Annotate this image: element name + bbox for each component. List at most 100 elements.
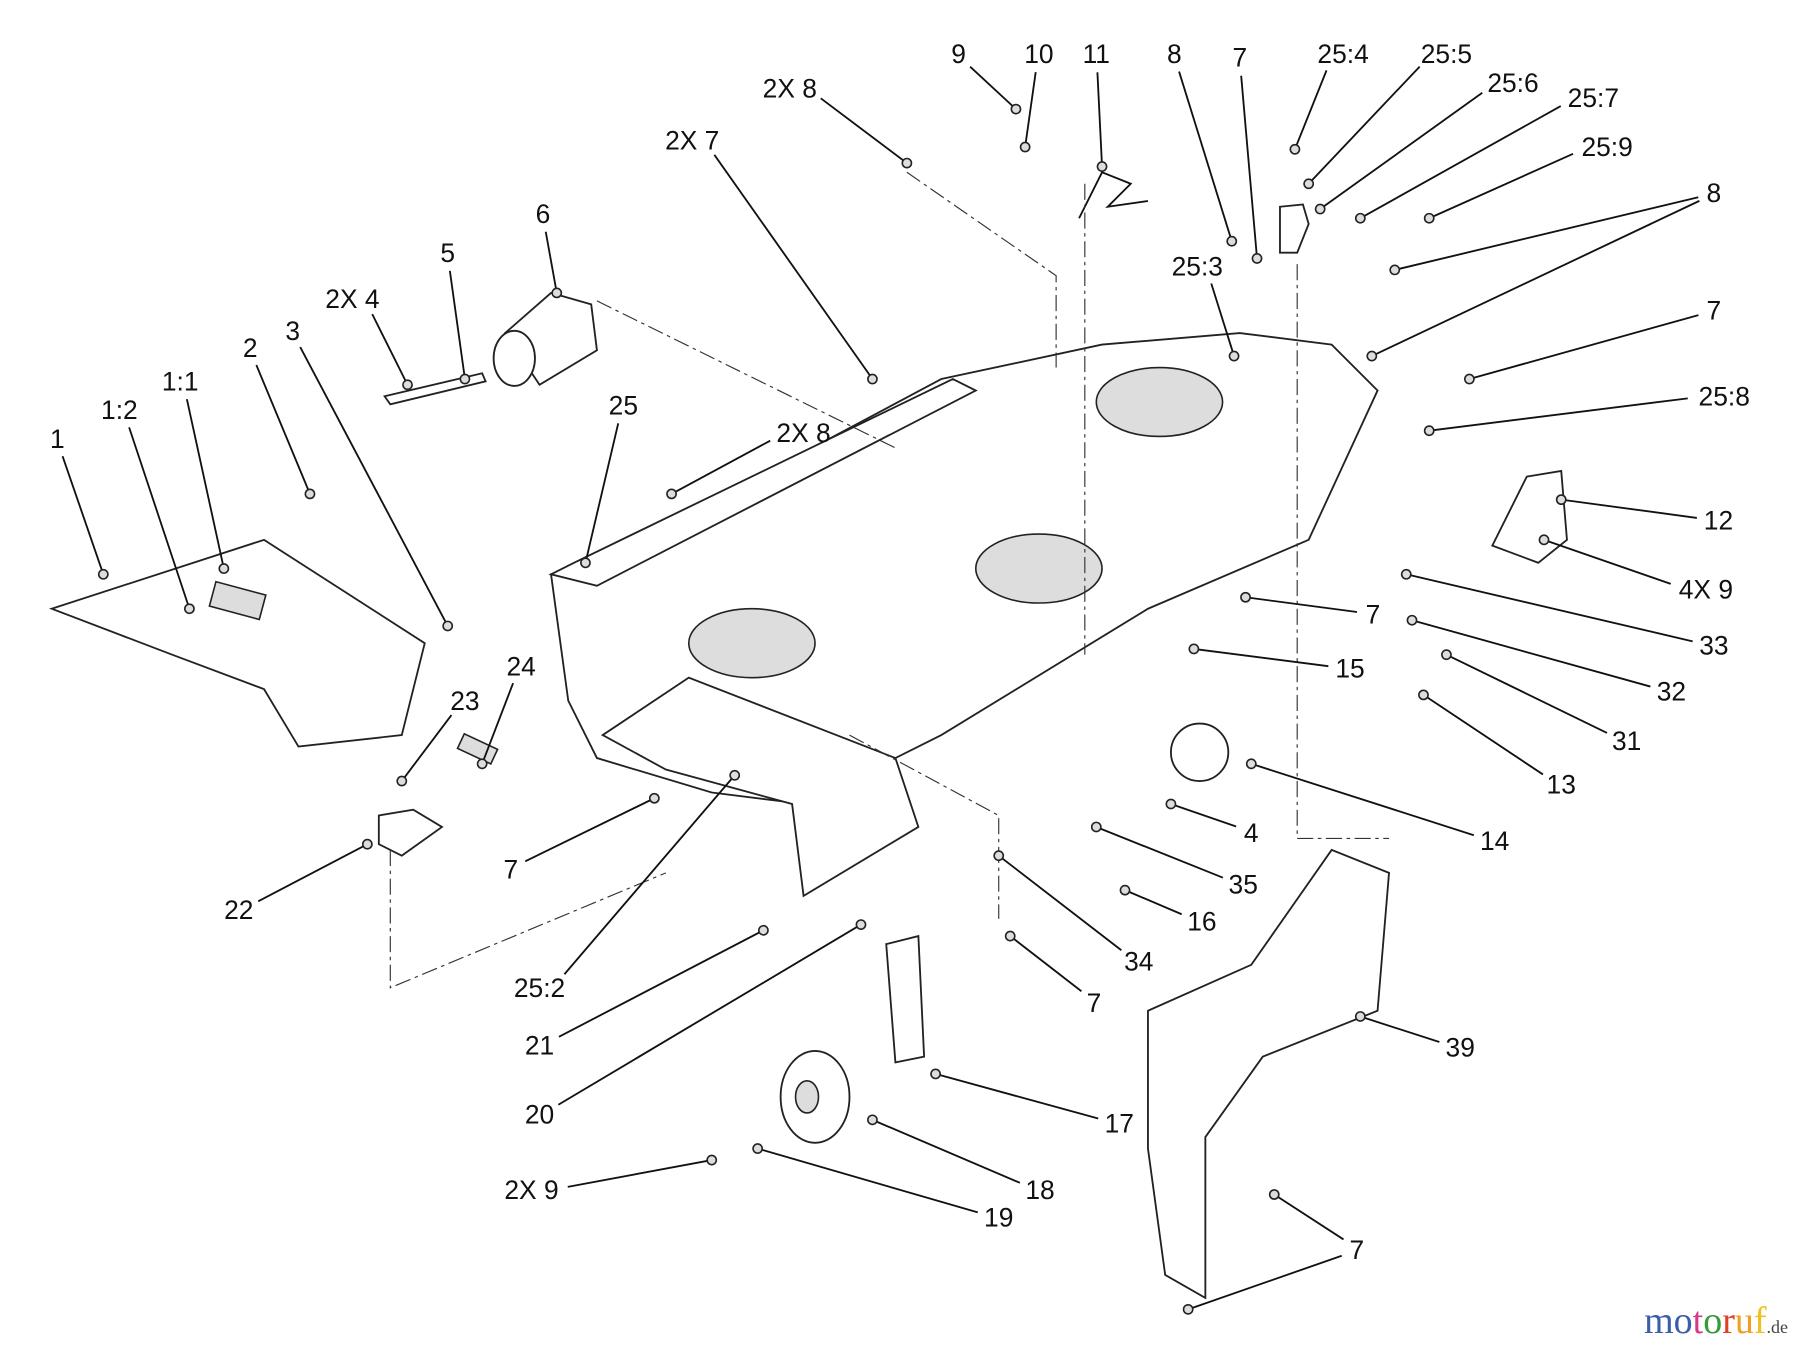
phantom-line xyxy=(1296,264,1390,840)
watermark-letter: o xyxy=(1673,1300,1693,1342)
fastener-icon xyxy=(1182,1303,1194,1315)
callout-label: 25:5 xyxy=(1421,39,1472,69)
fastener-icon xyxy=(901,157,913,169)
callout-label: 7 xyxy=(1350,1235,1365,1265)
fastener-icon xyxy=(1251,253,1263,264)
fastener-icon xyxy=(706,1154,718,1166)
fastener-icon xyxy=(1096,161,1108,172)
front-frame-bar xyxy=(548,377,978,587)
leader-line xyxy=(1446,653,1608,734)
fastener-icon xyxy=(1463,373,1475,385)
callout-label: 14 xyxy=(1480,826,1509,856)
callout-label: 8 xyxy=(1167,39,1182,69)
fastener-icon xyxy=(1418,689,1429,701)
leader-line xyxy=(1319,92,1483,210)
fastener-icon xyxy=(1004,930,1016,942)
leader-line xyxy=(371,313,409,386)
watermark-letter: o xyxy=(1703,1300,1723,1342)
leader-line xyxy=(1187,1254,1343,1311)
leader-line xyxy=(969,66,1017,110)
fastener-icon xyxy=(867,1114,878,1126)
fastener-icon xyxy=(304,488,316,500)
phantom-line xyxy=(906,171,1057,368)
spindle-opening-2 xyxy=(974,533,1103,604)
fastener-icon xyxy=(867,373,878,385)
deflector xyxy=(48,538,426,748)
callout-label: 17 xyxy=(1105,1108,1134,1138)
fastener-icon xyxy=(752,1143,764,1154)
callout-label: 4X 9 xyxy=(1679,574,1733,604)
callout-label: 2X 8 xyxy=(776,418,830,448)
leader-line xyxy=(1394,196,1699,271)
callout-label: 34 xyxy=(1124,947,1153,977)
leader-line xyxy=(872,1118,1021,1184)
callout-label: 2 xyxy=(243,333,258,363)
callout-label: 22 xyxy=(224,895,253,925)
fastener-icon xyxy=(1389,264,1401,276)
fastener-icon xyxy=(930,1068,941,1080)
leader-line xyxy=(1096,72,1103,167)
watermark-letter: t xyxy=(1692,1300,1704,1342)
fastener-icon xyxy=(757,924,769,936)
leader-line xyxy=(1124,889,1183,916)
deflector-label xyxy=(208,580,267,621)
leader-line xyxy=(481,682,514,765)
watermark-letter: f xyxy=(1753,1300,1767,1342)
leader-line xyxy=(1024,72,1037,148)
fastener-icon xyxy=(666,488,677,500)
fastener-icon xyxy=(1400,568,1412,580)
fastener-icon xyxy=(648,792,660,804)
leader-line xyxy=(1178,71,1233,242)
fastener-icon xyxy=(1555,494,1567,506)
leader-line xyxy=(820,97,908,164)
callout-label: 7 xyxy=(1707,295,1722,325)
spindle-opening-1 xyxy=(1095,366,1224,438)
watermark-logo: motoruf.de xyxy=(1644,1299,1788,1343)
leader-line xyxy=(257,843,368,903)
belt-guard xyxy=(1147,848,1391,1300)
fastener-icon xyxy=(402,379,413,391)
phantom-line xyxy=(849,734,1000,919)
leader-line xyxy=(61,455,105,575)
idler-roller xyxy=(1170,722,1230,782)
callout-label: 20 xyxy=(525,1099,554,1129)
callout-label: 2X 4 xyxy=(325,284,379,314)
callout-label: 25:2 xyxy=(514,973,565,1003)
leader-line xyxy=(1411,619,1651,688)
callout-label: 3 xyxy=(285,316,300,346)
leader-line xyxy=(567,1159,712,1188)
fastener-icon xyxy=(580,557,591,569)
fastener-icon xyxy=(459,373,471,385)
watermark-letter: m xyxy=(1644,1300,1674,1342)
callout-label: 25 xyxy=(609,391,638,421)
callout-label: 8 xyxy=(1707,178,1722,208)
fastener-icon xyxy=(993,850,1005,862)
callout-label: 10 xyxy=(1024,39,1053,69)
callout-label: 16 xyxy=(1187,906,1216,936)
fastener-icon xyxy=(1188,643,1200,655)
fastener-icon xyxy=(1303,178,1315,190)
leader-line xyxy=(1360,1015,1440,1043)
callout-label: 1:2 xyxy=(101,395,138,425)
fastener-icon xyxy=(442,620,454,632)
fastener-icon xyxy=(551,287,563,299)
callout-label: 5 xyxy=(440,238,455,268)
callout-label: 6 xyxy=(536,199,551,229)
callout-label: 1:1 xyxy=(162,367,199,397)
phantom-line xyxy=(389,849,667,989)
fastener-icon xyxy=(1228,350,1240,362)
callout-label: 25:3 xyxy=(1172,252,1223,282)
mower-deck xyxy=(549,332,1379,805)
leader-line xyxy=(1294,70,1328,150)
callout-label: 18 xyxy=(1025,1175,1054,1205)
leader-line xyxy=(1193,648,1329,668)
leader-line xyxy=(128,427,191,610)
fastener-icon xyxy=(1268,1189,1280,1200)
leader-line xyxy=(1429,397,1688,432)
fastener-icon xyxy=(1423,212,1435,224)
fastener-icon xyxy=(1019,141,1031,153)
callout-label: 35 xyxy=(1229,870,1258,900)
fastener-icon xyxy=(1538,534,1550,546)
callout-label: 33 xyxy=(1699,631,1728,661)
